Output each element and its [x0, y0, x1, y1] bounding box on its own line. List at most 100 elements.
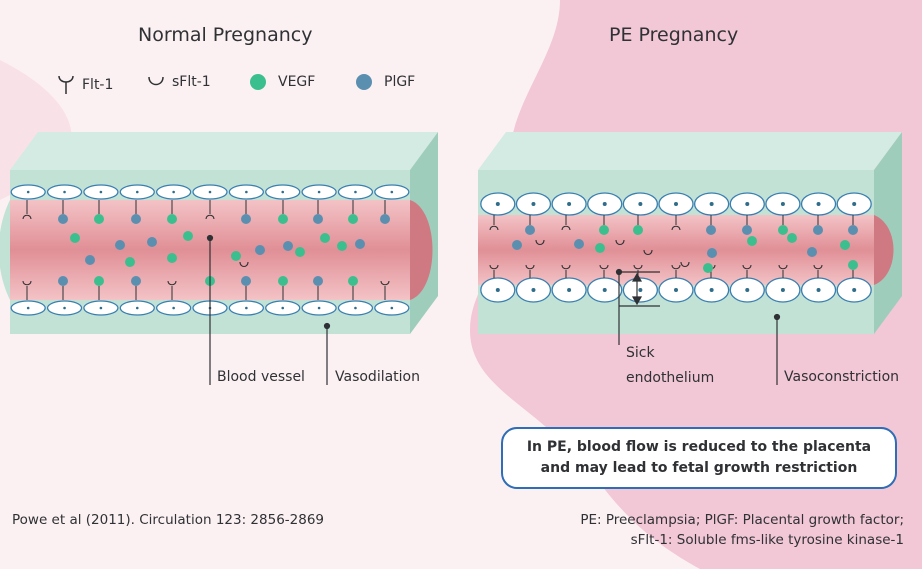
normal-endothelial-cells-top	[10, 184, 410, 200]
pe-endothelial-cells-bottom	[480, 277, 872, 303]
flt1-receptor-icon	[58, 75, 74, 94]
bound-ligand	[241, 276, 251, 286]
cell-nucleus	[26, 306, 30, 310]
cell-nucleus	[745, 202, 750, 206]
cell-nucleus	[531, 288, 536, 292]
sick-label-line1: Sick	[626, 345, 655, 361]
cell-nucleus	[354, 190, 357, 194]
abbrev-line2: sFlt-1: Soluble fms-like tyrosine kinase…	[630, 532, 904, 548]
normal-pregnancy-title: Normal Pregnancy	[138, 24, 313, 46]
blood-vessel-label: Blood vessel	[217, 369, 305, 385]
cell-nucleus	[281, 306, 285, 310]
sflt1-receptor	[535, 239, 545, 246]
pe-vessel	[478, 132, 902, 334]
free-ligand	[807, 247, 817, 257]
free-ligand	[512, 240, 522, 250]
cell-nucleus	[208, 190, 212, 194]
cell-nucleus	[390, 306, 394, 310]
legend-pigf-label: PlGF	[384, 74, 416, 90]
legend-pigf: PlGF	[356, 74, 415, 90]
free-ligand	[707, 248, 717, 258]
free-ligand	[125, 257, 135, 267]
sflt1-receptor	[615, 239, 625, 246]
legend-sflt1-label: sFlt-1	[172, 74, 211, 90]
cell-nucleus	[354, 306, 357, 310]
free-ligand	[231, 251, 241, 261]
cell-nucleus	[63, 306, 66, 310]
bound-ligand	[131, 276, 141, 286]
cell-nucleus	[495, 202, 500, 206]
sflt1-receptor	[680, 261, 690, 268]
cell-nucleus	[602, 288, 607, 292]
cell-nucleus	[317, 306, 321, 310]
cell-nucleus	[245, 306, 248, 310]
bound-ligand	[848, 260, 858, 270]
callout-box: In PE, blood flow is reduced to the plac…	[501, 427, 897, 489]
bound-ligand	[278, 276, 288, 286]
cell-nucleus	[709, 202, 714, 206]
free-ligand	[703, 263, 713, 273]
free-ligand	[85, 255, 95, 265]
cell-nucleus	[172, 306, 175, 310]
cell-nucleus	[531, 202, 536, 206]
sflt1-receptor	[239, 261, 249, 268]
free-ligand	[167, 253, 177, 263]
pe-endothelial-cells-top	[480, 192, 872, 216]
free-ligand	[70, 233, 80, 243]
cell-nucleus	[390, 190, 394, 194]
cell-nucleus	[780, 288, 785, 292]
cell-nucleus	[99, 306, 103, 310]
free-ligand	[283, 241, 293, 251]
pe-pregnancy-title: PE Pregnancy	[609, 24, 739, 46]
legend-flt1: Flt-1	[56, 74, 113, 96]
vasoconstriction-label: Vasoconstriction	[784, 369, 900, 385]
cell-nucleus	[816, 288, 821, 292]
free-ligand	[183, 231, 193, 241]
bound-ligand	[633, 225, 643, 235]
free-ligand	[574, 239, 584, 249]
vegf-dot-icon	[250, 74, 266, 90]
free-ligand	[747, 236, 757, 246]
legend-flt1-label: Flt-1	[82, 77, 114, 93]
abbrev-line1: PE: Preeclampsia; PlGF: Placental growth…	[580, 512, 904, 528]
cell-nucleus	[602, 202, 607, 206]
bound-ligand	[278, 214, 288, 224]
legend-vegf-label: VEGF	[278, 74, 316, 90]
bound-ligand	[848, 225, 858, 235]
bound-ligand	[131, 214, 141, 224]
bound-ligand	[813, 225, 823, 235]
cell-nucleus	[638, 202, 643, 206]
cell-nucleus	[674, 202, 678, 206]
cell-nucleus	[780, 202, 785, 206]
cell-nucleus	[317, 190, 321, 194]
legend-vegf: VEGF	[250, 74, 315, 90]
cell-nucleus	[135, 306, 139, 310]
bound-ligand	[58, 214, 68, 224]
cell-nucleus	[852, 288, 857, 292]
bound-ligand	[742, 225, 752, 235]
bound-ligand	[380, 214, 390, 224]
bound-ligand	[94, 214, 104, 224]
sflt1-receptor	[643, 249, 653, 256]
bound-ligand	[348, 214, 358, 224]
bound-ligand	[94, 276, 104, 286]
free-ligand	[355, 239, 365, 249]
free-ligand	[840, 240, 850, 250]
normal-endothelial-cells-bottom	[10, 300, 410, 316]
cell-nucleus	[816, 202, 821, 206]
cell-nucleus	[745, 288, 750, 292]
vasodilation-label: Vasodilation	[335, 369, 420, 385]
free-ligand	[255, 245, 265, 255]
pe-molecules	[489, 215, 858, 278]
cell-nucleus	[281, 190, 285, 194]
sflt1-receptor-icon	[148, 76, 164, 86]
citation: Powe et al (2011). Circulation 123: 2856…	[12, 512, 325, 528]
free-ligand	[595, 243, 605, 253]
pigf-dot-icon	[356, 74, 372, 90]
cell-nucleus	[567, 202, 572, 206]
cell-nucleus	[638, 288, 643, 292]
normal-molecules	[22, 200, 390, 300]
free-ligand	[787, 233, 797, 243]
cell-nucleus	[26, 190, 30, 194]
